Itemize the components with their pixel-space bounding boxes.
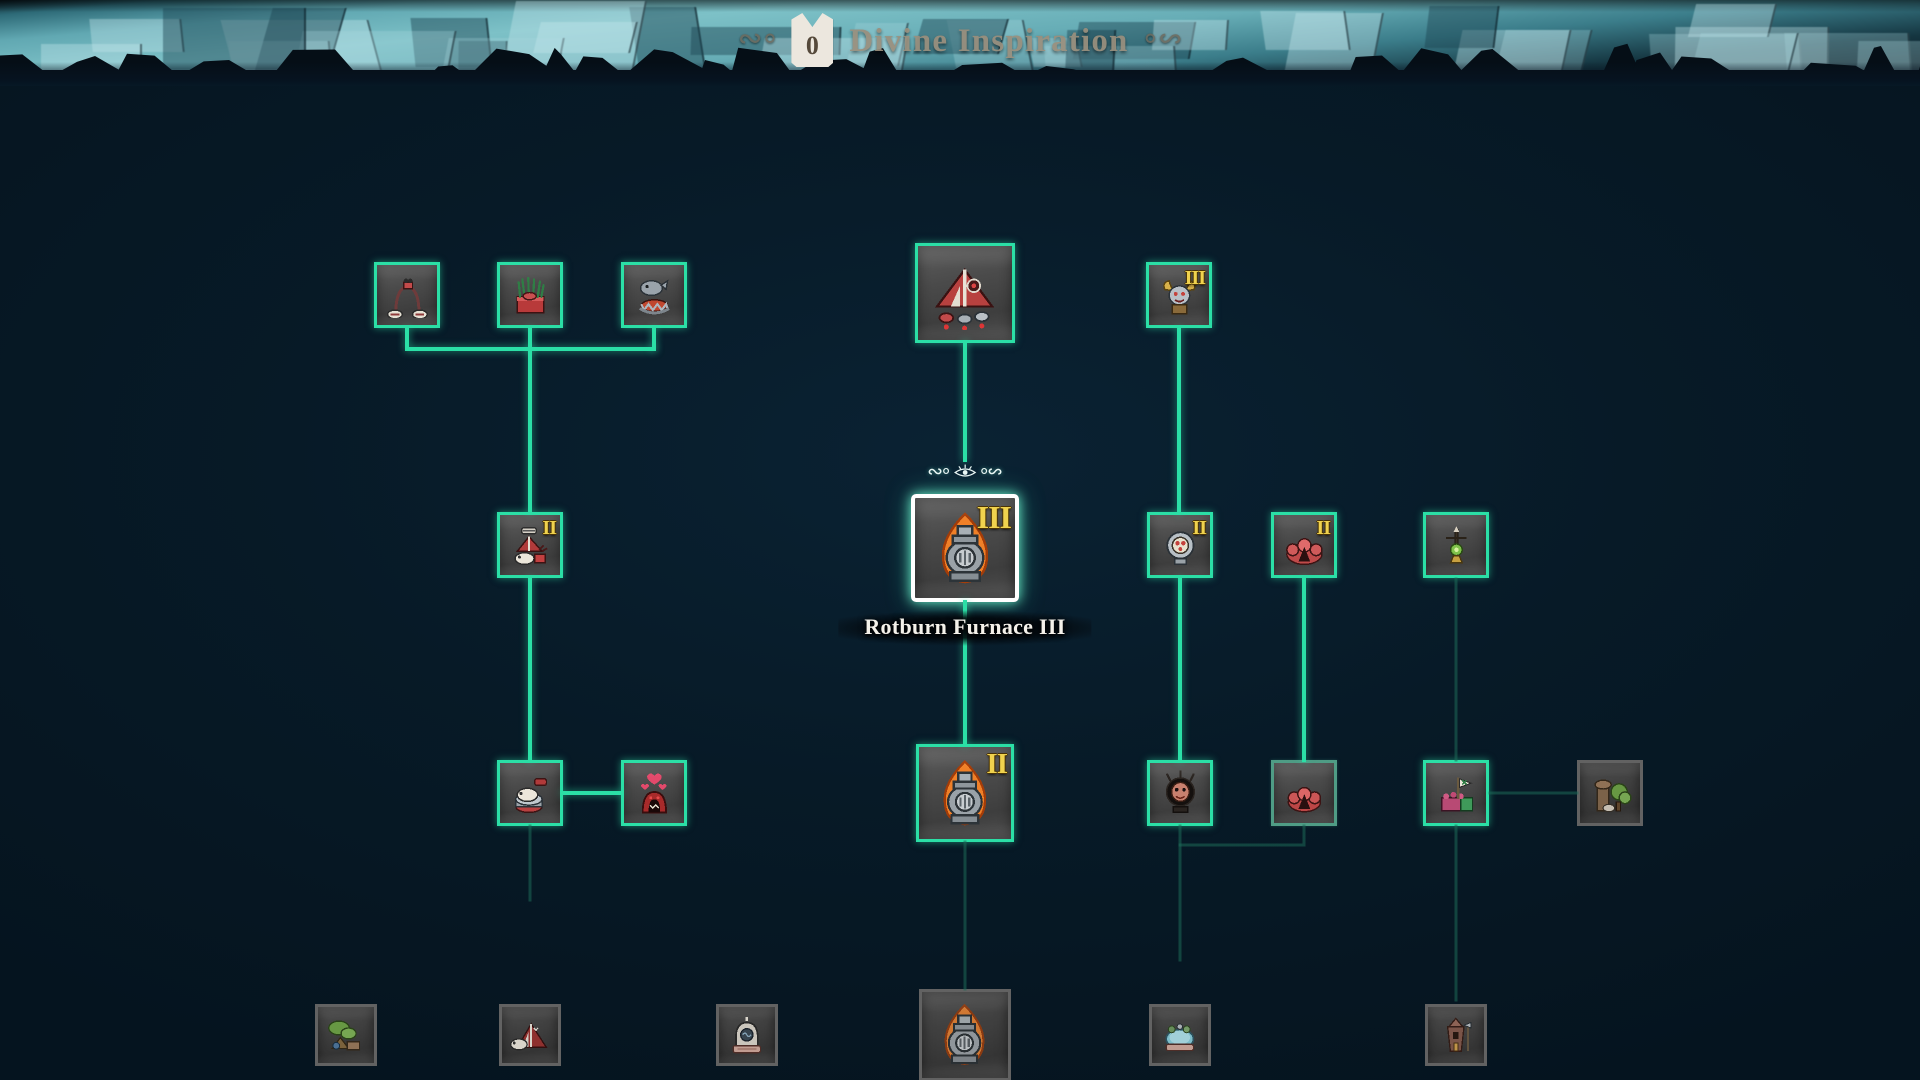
butcher-camp-icon [507,522,554,569]
red-tent-icon [508,1013,552,1057]
horned-idol-icon [1156,272,1203,319]
flesh-garden-icon [507,272,554,319]
forest-post-icon [1587,770,1634,817]
link-blood-arch-to-bus [405,327,656,351]
link-effigy-down [1178,824,1306,847]
selected-node-label: Rotburn Furnace III [838,610,1092,646]
flesh-garden-node[interactable] [497,262,563,328]
node-frame [1271,760,1337,826]
tier-numeral: II [986,748,1008,780]
beast-trap-node[interactable] [621,262,687,328]
rotburn-furnace-icon [929,757,1001,829]
watchtower-icon [1434,1013,1478,1057]
node-frame [1149,1004,1211,1066]
node-frame: II [1271,512,1337,578]
meat-drum-node[interactable] [497,760,563,826]
flesh-mound-icon [1281,770,1328,817]
dark-effigy-icon [1157,769,1204,817]
node-frame [1425,1004,1487,1066]
node-frame [1423,512,1489,578]
grove-icon [324,1013,368,1057]
node-frame [919,989,1011,1080]
tier-numeral: III [1184,267,1206,289]
node-frame [915,243,1015,343]
tier-numeral: III [976,499,1012,535]
node-frame [315,1004,377,1066]
node-frame [621,760,687,826]
rotburn-furnace-icon [926,509,1004,587]
meat-drum-icon [507,770,554,817]
blood-tent-icon [928,256,1001,332]
node-frame [374,262,440,328]
node-frame: III [1146,262,1212,328]
horned-idol-node[interactable]: III [1146,262,1212,328]
top-banner [0,0,1920,86]
stone-kiln-node[interactable] [716,1004,778,1066]
red-tent-node[interactable] [499,1004,561,1066]
beast-trap-icon [631,272,678,319]
blood-arch-node[interactable] [374,262,440,328]
butcher-camp-node[interactable]: II [497,512,563,578]
node-frame [497,760,563,826]
bone-orb-node[interactable]: II [1147,512,1213,578]
flesh-mound-node[interactable] [1271,760,1337,826]
node-frame: II [916,744,1014,842]
forest-post-node[interactable] [1577,760,1643,826]
rotburn-furnace-icon [931,1001,998,1068]
tier-numeral: II [1316,517,1331,539]
banner-fade [0,62,1920,86]
node-frame [1577,760,1643,826]
heart-shrine-node[interactable] [621,760,687,826]
flesh-pile-node[interactable]: II [1271,512,1337,578]
ice-shard [163,8,306,70]
blood-tent-node[interactable] [915,243,1015,343]
node-frame: II [1147,512,1213,578]
node-frame [716,1004,778,1066]
node-frame: II [497,512,563,578]
water-basin-node[interactable] [1149,1004,1211,1066]
watchtower-node[interactable] [1425,1004,1487,1066]
rotburn-furnace-ii-node[interactable]: II [916,744,1014,842]
heart-shrine-icon [631,770,678,817]
totem-spire-node[interactable] [1423,512,1489,578]
node-frame [621,262,687,328]
blood-arch-icon [384,272,431,320]
node-frame [499,1004,561,1066]
node-frame [497,262,563,328]
rotburn-furnace-i-node[interactable] [919,989,1011,1080]
bone-orb-icon [1157,522,1204,569]
flesh-pile-icon [1281,522,1328,569]
water-basin-icon [1158,1013,1202,1057]
tier-numeral: II [1192,517,1207,539]
banner-cart-icon [1433,770,1480,817]
grove-node[interactable] [315,1004,377,1066]
totem-spire-icon [1433,522,1480,569]
stone-kiln-icon [725,1013,769,1057]
tier-numeral: II [542,517,557,539]
